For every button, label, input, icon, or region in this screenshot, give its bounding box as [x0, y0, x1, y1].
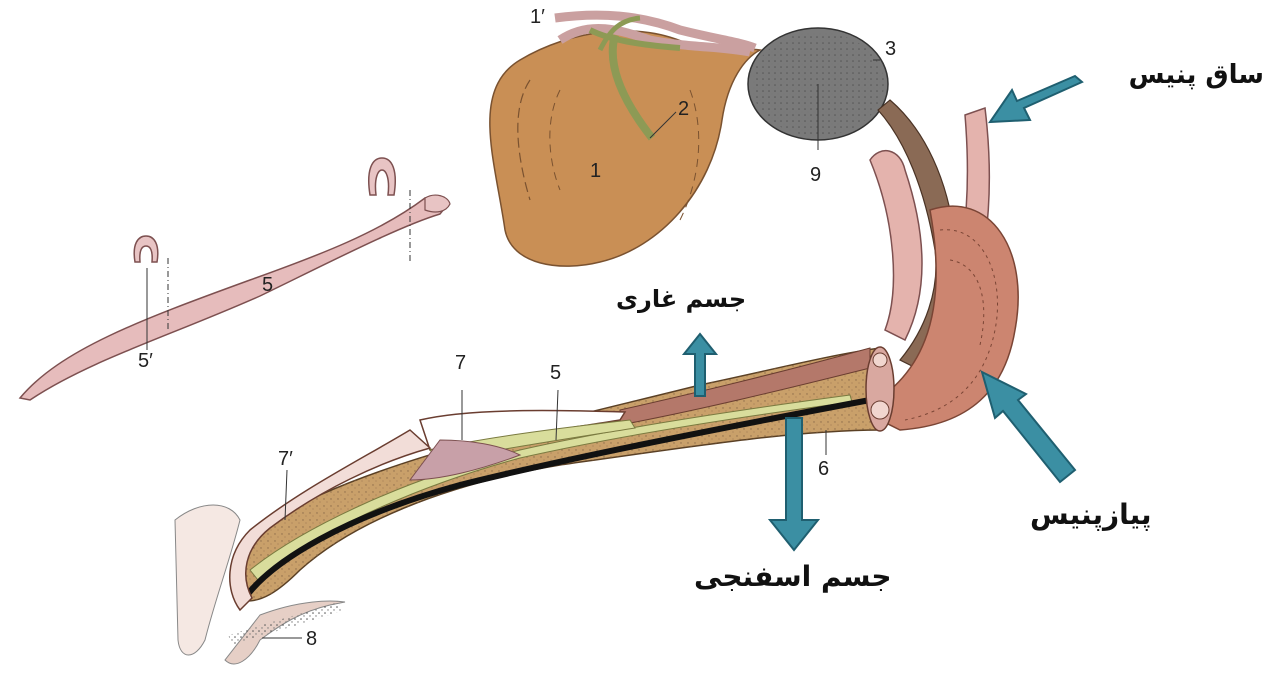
label-8: 8	[306, 628, 317, 651]
label-3: 3	[885, 38, 896, 61]
label-7: 7	[455, 352, 466, 375]
label-5-free: 5	[262, 274, 273, 297]
annotation-bulb: پیازپنیس	[1030, 498, 1152, 531]
arrow-spongiosum	[770, 418, 818, 550]
arrow-bulb	[982, 372, 1075, 482]
arrow-crus	[990, 76, 1082, 122]
annotation-cavernosum: جسم غاری	[616, 285, 746, 313]
label-5-glans: 5	[550, 362, 561, 385]
bladder-illustration	[490, 15, 760, 266]
label-9: 9	[810, 164, 821, 187]
free-penis-illustration	[20, 158, 450, 400]
label-1-prime: 1′	[530, 6, 545, 29]
label-6: 6	[818, 458, 829, 481]
label-5-prime: 5′	[138, 350, 153, 373]
label-2: 2	[678, 98, 689, 121]
annotation-crus: ساق پنیس	[1129, 60, 1264, 90]
annotation-arrows	[684, 76, 1082, 550]
annotation-spongiosum: جسم اسفنجی	[694, 560, 892, 593]
label-7-prime: 7′	[278, 448, 293, 471]
label-1: 1	[590, 160, 601, 183]
